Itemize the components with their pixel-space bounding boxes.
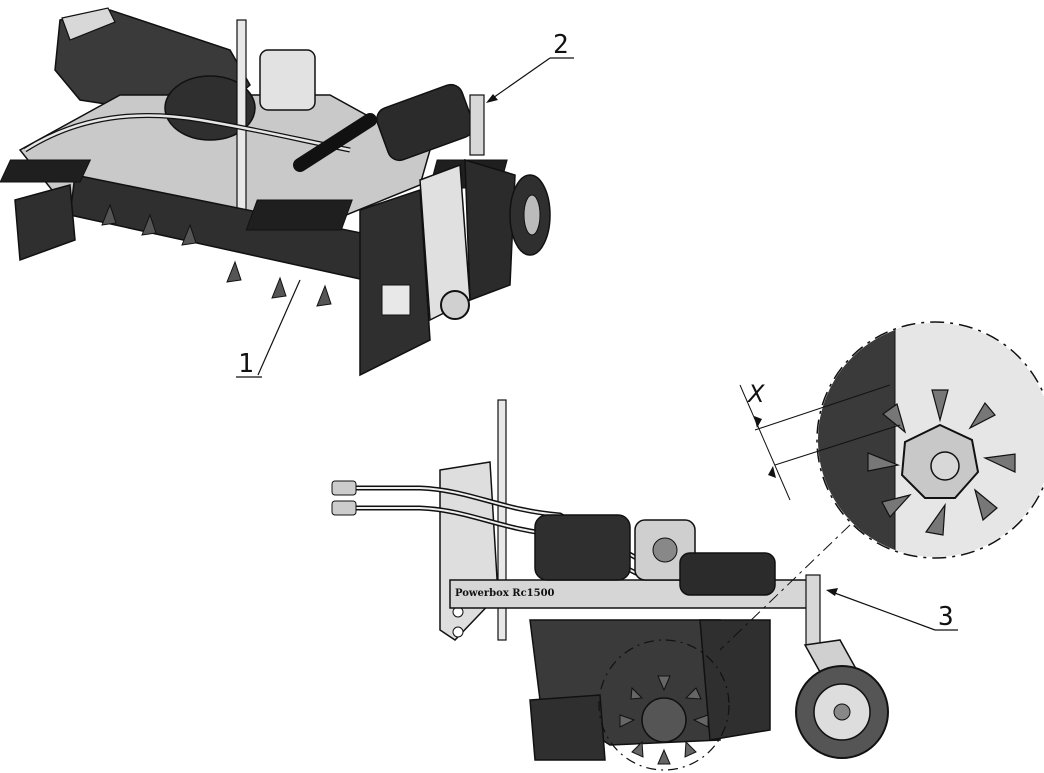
callout-2-label: 2 bbox=[553, 30, 569, 60]
gearbox bbox=[259, 49, 316, 111]
callout-2: 2 bbox=[486, 30, 574, 103]
wheel-post bbox=[805, 574, 821, 646]
dim-ext-line-2 bbox=[774, 424, 901, 466]
dim-line bbox=[739, 384, 791, 501]
machine-side-view: Powerbox Rc1500 bbox=[331, 399, 889, 771]
callout-2-arrow bbox=[486, 94, 498, 103]
left-side-plate bbox=[14, 184, 76, 262]
rear-housing-top bbox=[61, 7, 116, 41]
adjuster-knob bbox=[440, 290, 470, 320]
hose-coupler-1 bbox=[331, 480, 357, 496]
callout-3-label: 3 bbox=[938, 602, 954, 632]
side-gearbox-shaft bbox=[652, 537, 678, 563]
side-hydraulic-motor bbox=[534, 514, 631, 581]
side-vertical-post bbox=[497, 399, 507, 641]
callout-2-leader bbox=[489, 57, 551, 101]
detail-teeth bbox=[867, 389, 1016, 536]
detail-housing-wall bbox=[818, 323, 901, 557]
dim-arrow-1 bbox=[754, 416, 762, 428]
dim-arrow-2 bbox=[768, 466, 776, 478]
side-rotor bbox=[619, 675, 709, 765]
callout-1-leader bbox=[257, 279, 301, 376]
warning-decal bbox=[381, 284, 411, 316]
top-wheel-hub bbox=[523, 194, 541, 236]
callout-1: 1 bbox=[236, 279, 301, 379]
handle-bar bbox=[293, 113, 377, 172]
dimension-label: X bbox=[746, 380, 765, 408]
rotor-teeth bbox=[101, 203, 332, 307]
detail-circle-small bbox=[598, 639, 730, 771]
hydraulic-hoses-inner bbox=[24, 114, 351, 152]
callout-3-arrow bbox=[826, 588, 838, 596]
machine-perspective-view bbox=[0, 7, 551, 377]
dimension-x: X bbox=[739, 380, 901, 501]
callout-3-leader bbox=[831, 591, 936, 631]
rear-skid-plate bbox=[529, 694, 606, 761]
step-plate-left bbox=[0, 159, 92, 183]
depth-plate bbox=[699, 619, 771, 741]
step-plate-center bbox=[245, 199, 353, 231]
hitch-hole-2 bbox=[452, 626, 464, 638]
callout-1-label: 1 bbox=[238, 349, 254, 379]
rotor-detail-view bbox=[719, 321, 1044, 651]
hose-coupler-2 bbox=[331, 500, 357, 516]
detail-leader-line bbox=[719, 524, 851, 651]
callout-3: 3 bbox=[826, 588, 958, 632]
side-wheel-hub bbox=[833, 703, 851, 721]
dim-ext-line-1 bbox=[754, 384, 891, 431]
detail-hub-center bbox=[930, 451, 960, 481]
right-side-plate bbox=[359, 188, 431, 377]
side-hydraulic-hoses-inner bbox=[355, 487, 641, 561]
branding-text: Powerbox Rc1500 bbox=[455, 588, 555, 599]
side-cylinder bbox=[376, 83, 485, 162]
right-shield bbox=[464, 158, 516, 302]
side-view-cylinder bbox=[679, 552, 776, 596]
